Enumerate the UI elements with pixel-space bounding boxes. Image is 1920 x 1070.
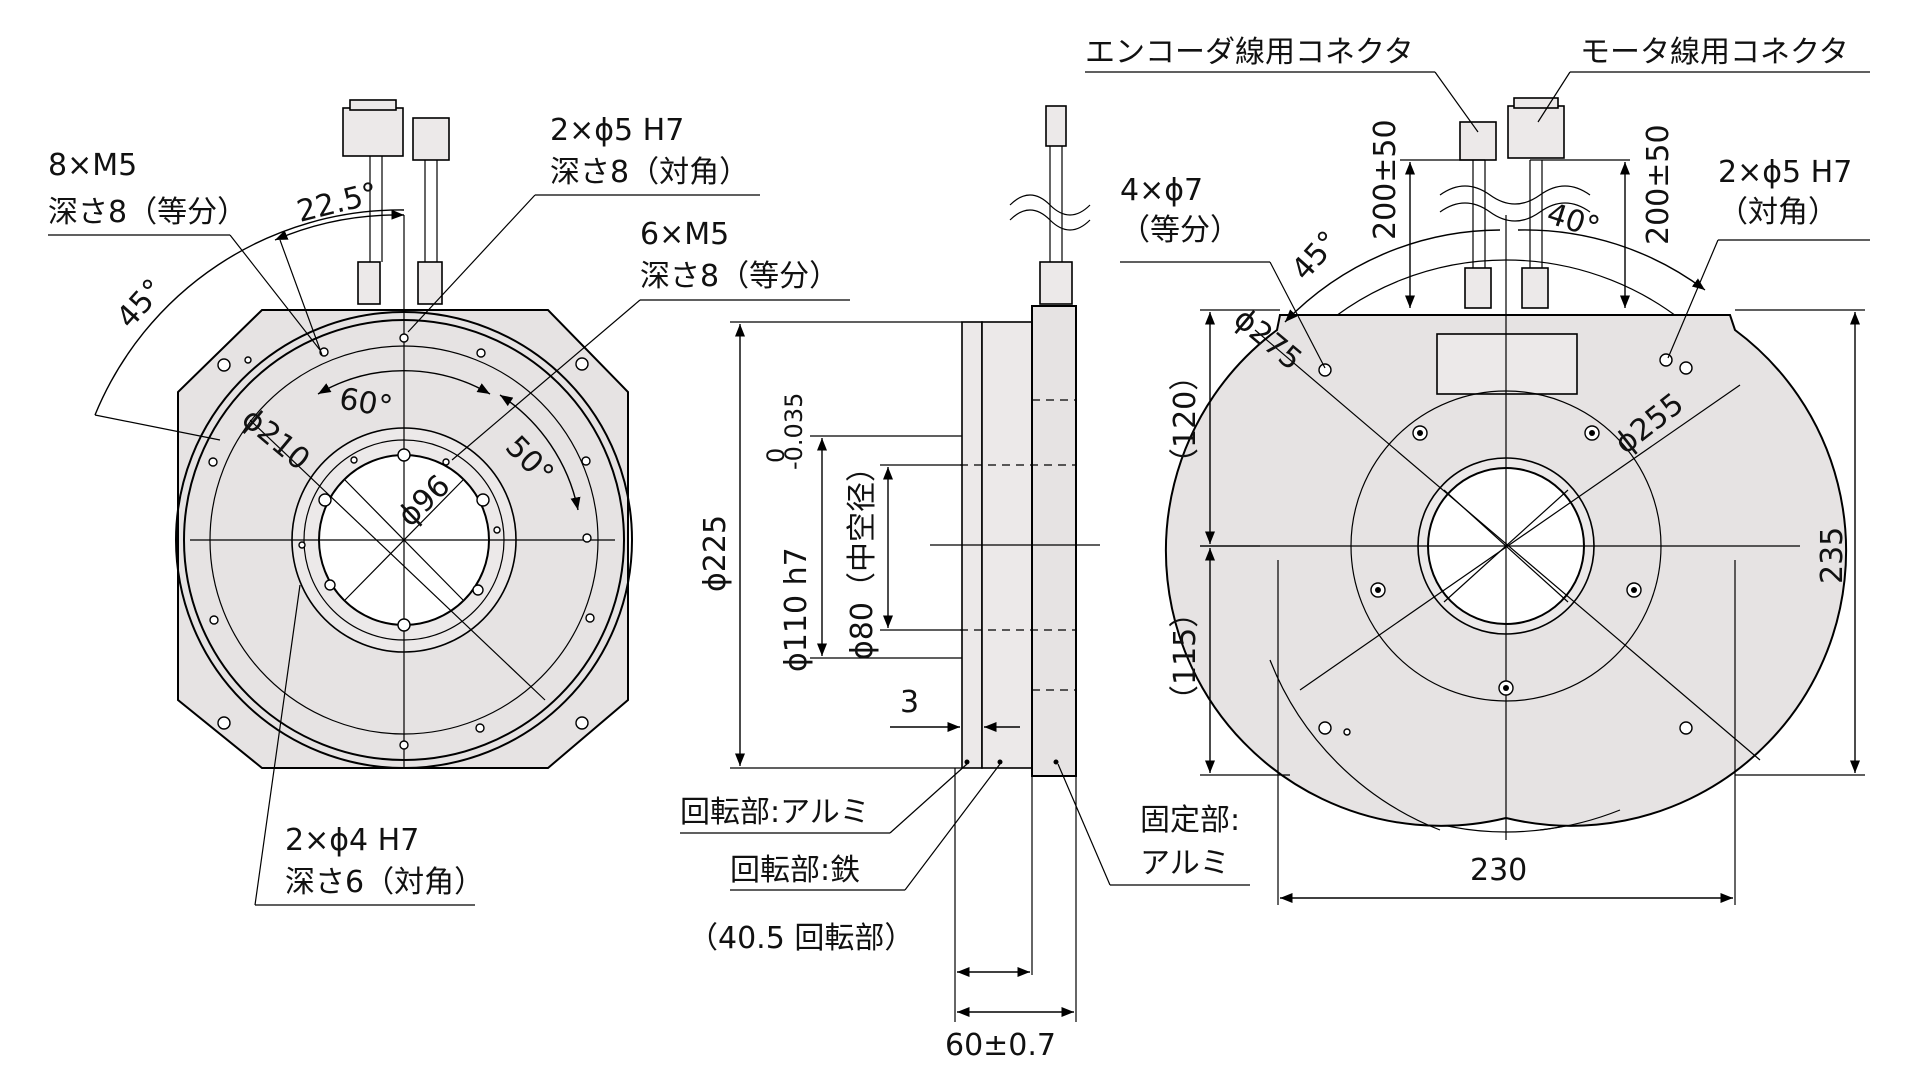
front-inner-holes	[298, 448, 501, 632]
rear-label-2xphi5: 2×ϕ5 H7	[1718, 155, 1852, 190]
rotor-aluminum: 回転部:アルミ	[680, 795, 870, 830]
front-m5-holes	[208, 333, 595, 750]
side-stator	[1031, 305, 1077, 777]
dim-120: （120）	[1168, 361, 1203, 478]
tol-110-lower: -0.035	[780, 393, 808, 470]
rear-view	[1085, 71, 1870, 905]
label-8xm5: 8×M5	[48, 148, 137, 183]
front-view	[48, 99, 850, 906]
label-2xphi4-depth: 深さ6（対角）	[285, 865, 484, 900]
label-2xphi5-depth: 深さ8（対角）	[550, 155, 749, 190]
dim-200-left: 200±50	[1368, 119, 1403, 240]
dim-3: 3	[900, 685, 919, 720]
label-6xm5-depth: 深さ8（等分）	[640, 259, 839, 294]
dia-80: ϕ80（中空径）	[845, 452, 880, 660]
dia-110: ϕ110 h7	[779, 547, 814, 672]
dim-230: 230	[1470, 853, 1527, 888]
motor-connector	[1507, 105, 1565, 159]
dim-115: （115）	[1168, 598, 1203, 715]
dim-200-right: 200±50	[1641, 124, 1676, 245]
stator-line1: 固定部:	[1140, 803, 1240, 838]
label-6xm5: 6×M5	[640, 217, 729, 252]
dim-40-5: （40.5 回転部）	[688, 921, 914, 956]
stator-line2: アルミ	[1140, 846, 1230, 881]
rear-screws	[1370, 425, 1642, 696]
label-2xphi5: 2×ϕ5 H7	[550, 113, 684, 148]
label-2xphi4: 2×ϕ4 H7	[285, 823, 419, 858]
label-8xm5-depth: 深さ8（等分）	[48, 195, 247, 230]
label-4xphi7: 4×ϕ7	[1120, 173, 1203, 208]
rotor-iron: 回転部:鉄	[730, 853, 860, 888]
rear-angle-40: 40°	[1543, 196, 1604, 246]
dim-235: 235	[1815, 527, 1850, 584]
angle-45: 45°	[110, 272, 172, 335]
motor-connector-label: モータ線用コネクタ	[1580, 35, 1849, 70]
encoder-connector-label: エンコーダ線用コネクタ	[1085, 35, 1414, 70]
tol-110-upper: 0	[762, 448, 790, 463]
side-view	[680, 105, 1250, 1022]
front-cables	[342, 99, 450, 305]
encoder-connector	[1459, 121, 1497, 161]
rear-label-2xphi5-sub: （対角）	[1718, 195, 1838, 230]
angle-22-5: 22.5°	[293, 176, 381, 230]
dia-225: ϕ225	[698, 515, 733, 592]
label-4xphi7-sub: （等分）	[1120, 213, 1240, 248]
dim-60: 60±0.7	[945, 1028, 1056, 1063]
